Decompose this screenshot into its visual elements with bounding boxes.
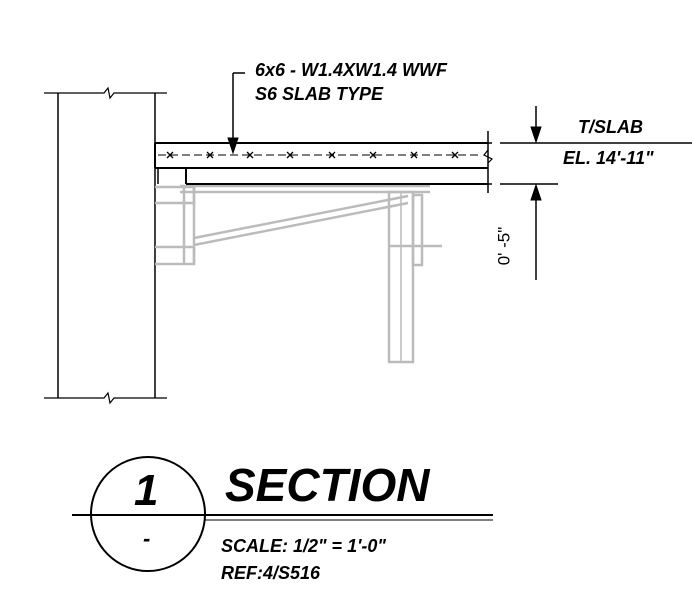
section-number: 1	[134, 466, 159, 515]
elevation-tag	[500, 106, 692, 144]
dimension-line	[500, 183, 558, 280]
elevation-tag-label: T/SLAB	[578, 117, 643, 137]
section-bubble	[72, 456, 493, 572]
steel-framing	[155, 184, 442, 364]
scale-label: SCALE: 1/2" = 1'-0"	[221, 536, 386, 556]
ref-label: REF:4/S516	[221, 563, 321, 583]
sheet-reference: -	[143, 526, 151, 551]
mesh-note: 6x6 - W1.4XW1.4 WWF	[255, 60, 448, 80]
elevation-value: EL. 14'-11"	[563, 148, 654, 168]
wire-mesh	[158, 151, 478, 159]
concrete-slab	[154, 131, 494, 193]
dimension-label: 0' -5"	[494, 226, 514, 266]
section-title: SECTION	[225, 459, 430, 511]
concrete-wall	[44, 86, 167, 405]
mesh-leader	[227, 72, 245, 155]
slab-type-note: S6 SLAB TYPE	[255, 84, 384, 104]
